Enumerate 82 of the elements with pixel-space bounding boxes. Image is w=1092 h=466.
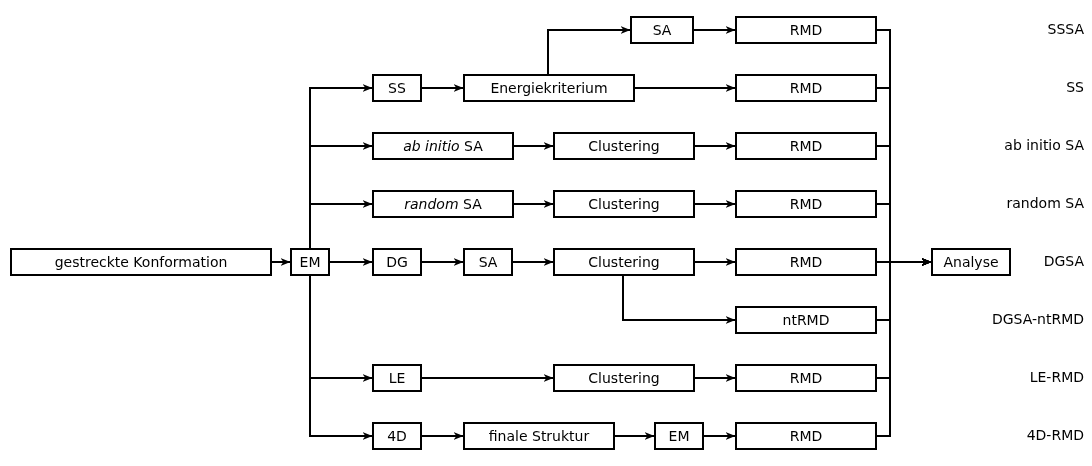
process-box <box>735 364 877 392</box>
process-box <box>735 306 877 334</box>
box-label: gestreckte Konformation <box>54 254 228 270</box>
box-label: RMD <box>789 80 823 96</box>
method-label: ab initio SA <box>1004 136 1084 155</box>
method-label: DGSA-ntRMD <box>991 310 1084 329</box>
process-box <box>463 248 513 276</box>
arrow <box>421 432 464 440</box>
box-label: RMD <box>789 370 823 386</box>
method-label: SSSA <box>1047 20 1084 39</box>
box-label: ab initio SA <box>403 138 483 154</box>
process-box <box>735 132 877 160</box>
process-box <box>10 248 272 276</box>
process-box <box>735 16 877 44</box>
process-box <box>654 422 704 450</box>
arrow <box>309 275 373 440</box>
arrow <box>622 275 736 324</box>
arrow <box>512 258 554 266</box>
arrow <box>421 258 464 266</box>
method-label: SS <box>1066 78 1084 97</box>
arrow <box>421 84 464 92</box>
box-label: LE <box>388 370 406 386</box>
box-label: Analyse <box>943 254 999 270</box>
process-box <box>463 74 635 102</box>
process-box <box>553 248 695 276</box>
box-label: EM <box>668 428 690 444</box>
process-box <box>735 248 877 276</box>
box-label: RMD <box>789 22 823 38</box>
arrow <box>271 258 291 266</box>
box-label: Clustering <box>588 370 660 386</box>
process-box <box>553 190 695 218</box>
arrow <box>694 142 736 150</box>
box-label: random SA <box>404 196 482 212</box>
box-label: Clustering <box>588 138 660 154</box>
process-box <box>735 422 877 450</box>
process-box <box>735 74 877 102</box>
box-label: SA <box>652 22 672 38</box>
arrow <box>634 84 736 92</box>
method-label: DGSA <box>1043 252 1084 271</box>
arrow <box>694 374 736 382</box>
box-label: SS <box>388 80 406 96</box>
box-label: Clustering <box>588 254 660 270</box>
box-label: ntRMD <box>782 312 830 328</box>
arrow <box>693 26 736 34</box>
method-label: LE-RMD <box>1029 368 1084 387</box>
process-box <box>735 190 877 218</box>
box-label: finale Struktur <box>488 428 590 444</box>
box-label: RMD <box>789 138 823 154</box>
box-label: EM <box>299 254 321 270</box>
arrow <box>694 258 736 266</box>
process-box <box>372 190 514 218</box>
method-label: random SA <box>1006 194 1084 213</box>
process-box <box>553 364 695 392</box>
box-label: SA <box>478 254 498 270</box>
box-label: RMD <box>789 428 823 444</box>
arrow <box>703 432 736 440</box>
arrow <box>547 26 631 75</box>
process-box <box>372 74 422 102</box>
process-box <box>372 248 422 276</box>
box-label: RMD <box>789 254 823 270</box>
arrow <box>513 142 554 150</box>
arrow <box>309 200 373 249</box>
box-label: DG <box>386 254 408 270</box>
box-label: Energiekriterium <box>490 80 608 96</box>
process-box <box>463 422 615 450</box>
method-label: 4D-RMD <box>1026 426 1084 445</box>
arrow <box>513 200 554 208</box>
process-box <box>372 364 422 392</box>
arrow <box>694 200 736 208</box>
process-box <box>372 132 514 160</box>
arrow <box>614 432 655 440</box>
process-box <box>553 132 695 160</box>
process-box <box>372 422 422 450</box>
box-label: Clustering <box>588 196 660 212</box>
process-box <box>630 16 694 44</box>
process-box <box>290 248 330 276</box>
arrow <box>876 258 932 437</box>
arrow <box>421 374 554 382</box>
box-label: 4D <box>387 428 407 444</box>
box-label: RMD <box>789 196 823 212</box>
arrow <box>329 258 373 266</box>
process-box <box>931 248 1011 276</box>
